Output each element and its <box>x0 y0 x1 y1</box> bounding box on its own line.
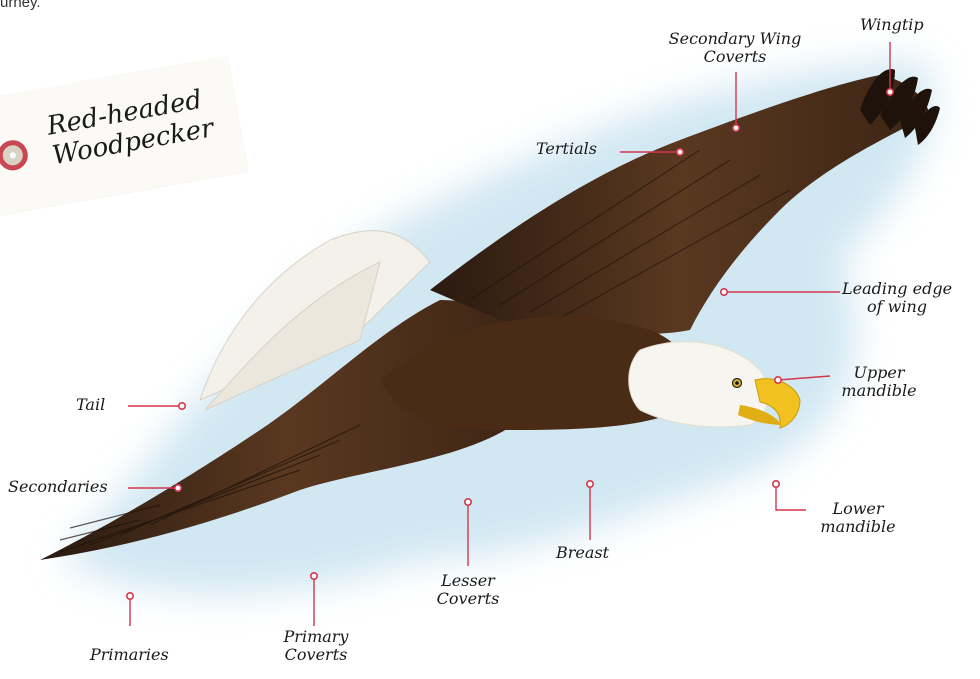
label-line: mandible <box>834 382 924 400</box>
label-line: of wing <box>842 298 952 316</box>
label-tertials: Tertials <box>536 140 597 158</box>
label-line: Primary <box>266 628 366 646</box>
label-primary-coverts: Primary Coverts <box>266 628 366 664</box>
label-lower-mandible: Lower mandible <box>808 500 908 536</box>
label-line: Leading edge <box>842 280 952 298</box>
label-line: mandible <box>808 518 908 536</box>
label-line: Lower <box>808 500 908 518</box>
label-primaries: Primaries <box>90 646 169 664</box>
label-line: Secondary Wing <box>650 30 820 48</box>
label-line: Upper <box>834 364 924 382</box>
label-breast: Breast <box>556 544 609 562</box>
label-tail: Tail <box>76 396 105 414</box>
label-line: Coverts <box>650 48 820 66</box>
label-line: Lesser <box>418 572 518 590</box>
label-lesser-coverts: Lesser Coverts <box>418 572 518 608</box>
label-secondaries: Secondaries <box>8 478 108 496</box>
label-leading-edge: Leading edge of wing <box>842 280 952 316</box>
label-upper-mandible: Upper mandible <box>834 364 924 400</box>
label-wingtip: Wingtip <box>860 16 924 34</box>
label-secondary-wing-coverts: Secondary Wing Coverts <box>650 30 820 66</box>
label-line: Coverts <box>418 590 518 608</box>
label-line: Coverts <box>266 646 366 664</box>
